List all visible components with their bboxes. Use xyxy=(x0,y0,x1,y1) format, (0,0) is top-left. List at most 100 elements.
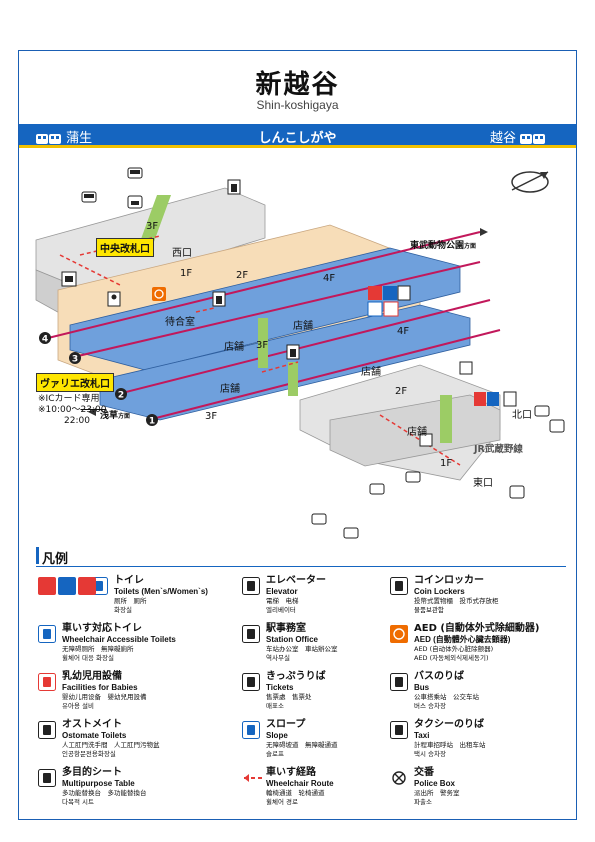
legend-en: Facilities for Babies xyxy=(62,683,138,692)
elevator-icon xyxy=(286,344,300,360)
station-map: 4 3 2 1 xyxy=(35,167,565,539)
elevator-icon xyxy=(212,291,226,307)
ostomate-icon xyxy=(397,285,411,301)
legend-en: Slope xyxy=(266,731,288,740)
slope-icon xyxy=(242,721,260,739)
legend-zh: 電梯 电梯 xyxy=(266,597,299,605)
locker-icon xyxy=(419,433,433,447)
shop-label: 店舗 xyxy=(293,321,313,332)
legend-zh: 輪椅通道 轮椅通道 xyxy=(266,789,325,797)
bus-icon xyxy=(369,483,385,495)
legend-ko: 매표소 xyxy=(266,702,284,710)
legend-zh: 无障碍坡道 無障礙通道 xyxy=(266,741,338,749)
legend-zh: 多功能替换台 多功能替換台 xyxy=(62,789,147,797)
platform-upper xyxy=(69,247,461,371)
legend-zh: 人工肛門洗手間 人工肛門污物盆 xyxy=(62,741,160,749)
legend-ja: トイレ xyxy=(114,575,144,586)
legend-ko: 버스 승차장 xyxy=(414,702,446,710)
ic-only-note: ※ICカード専用 xyxy=(38,394,100,404)
toilet-icon xyxy=(38,577,96,599)
legend-ko: 슬로프 xyxy=(266,750,284,758)
compass-icon xyxy=(511,171,549,193)
legend-marker xyxy=(36,547,39,564)
legend-zh: 派出所 警务室 xyxy=(414,789,460,797)
ticket-icon xyxy=(242,673,260,691)
train-icon xyxy=(36,133,61,144)
station-name: 新越谷 xyxy=(255,70,340,100)
arrow-left-icon xyxy=(88,408,96,416)
bus-icon xyxy=(390,673,408,691)
legend-ja: オストメイト xyxy=(62,719,122,730)
legend-ko: 역사무실 xyxy=(266,654,290,662)
toilet-icon xyxy=(368,286,397,300)
taxi-icon xyxy=(509,485,525,499)
line-bar-accent xyxy=(19,145,576,148)
legend-ko: 휠체어 대응 화장실 xyxy=(62,654,114,662)
locker-icon xyxy=(459,361,473,375)
jr-platform xyxy=(329,394,501,467)
platform-lower xyxy=(99,304,471,421)
hours-old: 23:00 xyxy=(80,405,107,415)
bus-icon xyxy=(534,405,550,417)
legend-zh: 无障碍厕所 無障礙廁所 xyxy=(62,645,134,653)
track-line-3 xyxy=(77,261,481,357)
elevator-icon xyxy=(227,179,241,195)
legend-ko: 다목적 시트 xyxy=(62,798,94,806)
legend-zh: AED (自动体外心脏除颤器) xyxy=(414,645,494,653)
legend-en: Ostomate Toilets xyxy=(62,731,127,740)
legend-en: Wheelchair Route xyxy=(266,779,334,788)
platform-number-4: 4 xyxy=(39,332,51,345)
legend-en: Station Office xyxy=(266,635,319,644)
legend-en: Tickets xyxy=(266,683,294,692)
station-romaji: Shin-koshigaya xyxy=(256,98,339,112)
legend-zh: 厕所 厠所 xyxy=(114,597,147,605)
legend-en: Toilets (Men`s/Women`s) xyxy=(114,587,208,596)
station-kana: しんこしがや xyxy=(258,131,337,146)
legend-zh: 婴幼儿用设备 嬰幼兒用設備 xyxy=(62,693,147,701)
legend-en: Police Box xyxy=(414,779,455,788)
prev-station-label: 蒲生 xyxy=(66,131,93,146)
legend-ko: AED (자동체외식제세동기) xyxy=(414,654,489,662)
legend-ko: 엘리베이터 xyxy=(266,606,296,614)
legend-ko: 택시 승차장 xyxy=(414,750,446,758)
aed-icon xyxy=(152,287,166,301)
ticket-icon xyxy=(61,271,77,287)
platform-number-3: 3 xyxy=(69,352,81,365)
exit-label: 北口 xyxy=(512,410,532,421)
ostomate-icon xyxy=(38,721,56,739)
legend-ja: 交番 xyxy=(414,767,434,778)
legend-ja: コインロッカー xyxy=(414,575,484,586)
floor-label: 2F xyxy=(236,270,249,281)
stairs xyxy=(288,362,298,396)
svg-text:1: 1 xyxy=(149,417,155,427)
varie-gate-label: ヴァリエ改札口 xyxy=(36,373,114,392)
floor-label: 2F xyxy=(395,386,408,397)
platform-number-1: 1 xyxy=(146,414,158,427)
legend-ja: 車いす対応トイレ xyxy=(62,623,142,634)
locker-icon xyxy=(390,577,408,595)
legend-en: Bus xyxy=(414,683,430,692)
waiting-room-label: 待合室 xyxy=(165,317,195,328)
baby-icon xyxy=(38,673,56,691)
legend-en: Taxi xyxy=(414,731,430,740)
central-gate-label: 中央改札口 xyxy=(96,238,154,257)
shop-label: 店舗 xyxy=(224,342,244,353)
jr-line-label: JR武蔵野線 xyxy=(474,444,523,455)
floor-label: 3F xyxy=(205,411,218,422)
baby-icon xyxy=(383,301,399,317)
legend-en: Wheelchair Accessible Toilets xyxy=(62,635,176,644)
legend-en: Coin Lockers xyxy=(414,587,465,596)
legend-en: Multipurpose Table xyxy=(62,779,135,788)
svg-text:2: 2 xyxy=(118,391,124,401)
shop-label: 店舗 xyxy=(361,367,381,378)
